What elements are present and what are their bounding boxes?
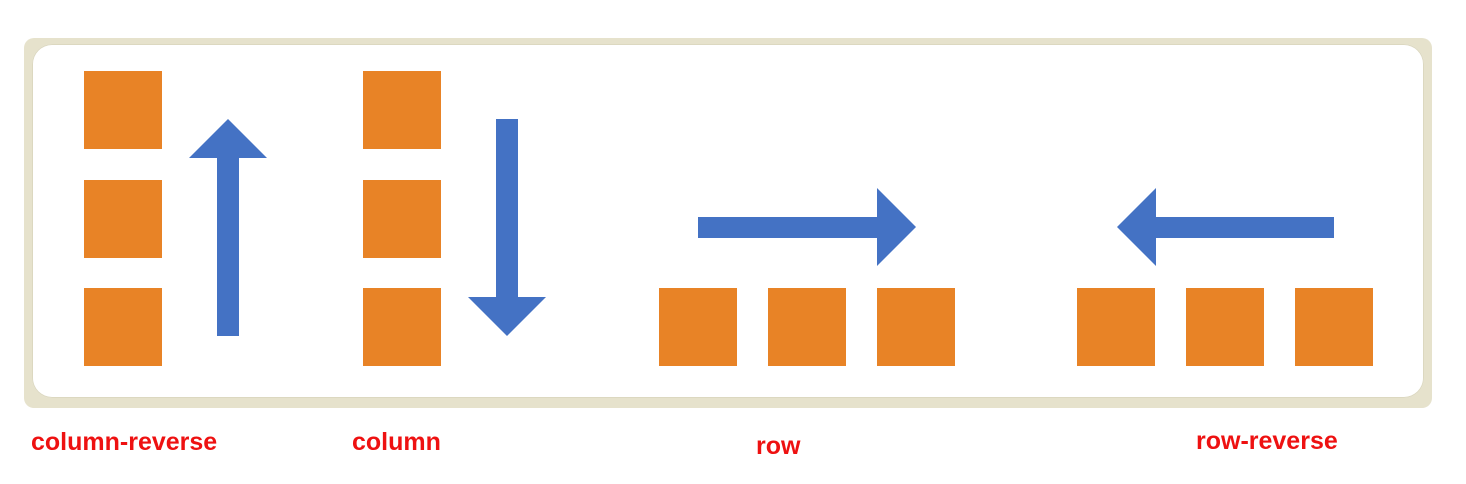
flex-item-box xyxy=(768,288,846,366)
flex-item-box xyxy=(84,180,162,258)
flex-item-box xyxy=(363,71,441,149)
flex-item-box xyxy=(1077,288,1155,366)
flex-item-box xyxy=(877,288,955,366)
flex-item-box xyxy=(659,288,737,366)
flex-item-box xyxy=(1295,288,1373,366)
flex-item-box xyxy=(84,288,162,366)
flex-item-box xyxy=(1186,288,1264,366)
label-row: row xyxy=(756,432,801,460)
flex-item-box xyxy=(363,288,441,366)
label-column-reverse: column-reverse xyxy=(31,428,218,456)
label-column: column xyxy=(352,428,441,456)
flex-item-box xyxy=(363,180,441,258)
flex-item-box xyxy=(84,71,162,149)
label-row-reverse: row-reverse xyxy=(1196,427,1338,455)
